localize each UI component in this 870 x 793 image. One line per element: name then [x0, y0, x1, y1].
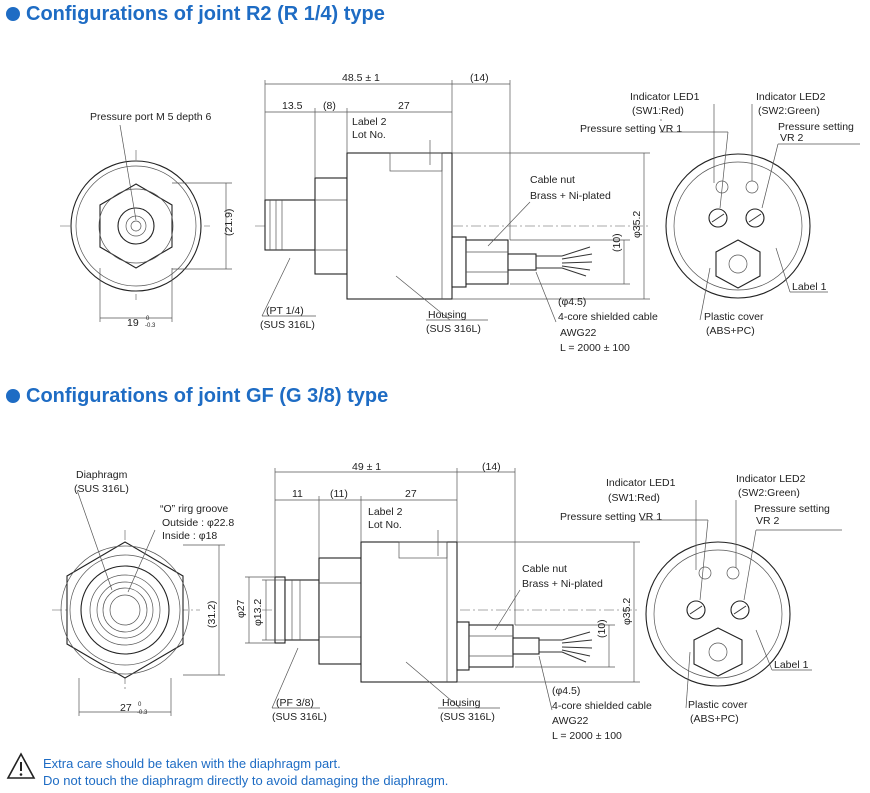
- s2-diaphragm: Diaphragm: [76, 469, 128, 481]
- warning-icon: [6, 752, 36, 779]
- s2-oring: “O” rirg groove: [160, 503, 228, 515]
- s1-dim-overall: 48.5 ± 1: [342, 72, 380, 84]
- s1-pressure-port-label: Pressure port M 5 depth 6: [90, 111, 212, 123]
- s2-length: L = 2000 ± 100: [552, 730, 622, 742]
- s2-vr2a: Pressure setting: [754, 503, 830, 515]
- s2-dim-11: 11: [292, 488, 303, 500]
- s2-lot-no: Lot No.: [368, 519, 402, 531]
- s1-phi35-2: φ35.2: [631, 211, 643, 238]
- section1-heading: Configurations of joint R2 (R 1/4) type: [6, 2, 385, 26]
- s2-dim-27: 27: [405, 488, 417, 500]
- s2-cable-nut: Cable nut: [522, 563, 567, 575]
- s2-dim-10: (10): [596, 619, 608, 638]
- warning-text: Extra care should be taken with the diap…: [43, 755, 448, 789]
- s2-rear-view: [640, 500, 842, 709]
- s2-sus-d: (SUS 316L): [74, 483, 129, 495]
- s2-tol-bottom: -0.3: [137, 710, 148, 716]
- s1-vr2a: Pressure setting: [778, 121, 854, 133]
- s1-sw1: (SW1:Red): [632, 105, 684, 117]
- s1-dim-8: (8): [323, 100, 336, 112]
- s2-led2: Indicator LED2: [736, 473, 806, 485]
- s1-sus1: (SUS 316L): [260, 319, 315, 331]
- warning-line2: Do not touch the diaphragm directly to a…: [43, 773, 449, 788]
- s2-dim-27b: 27: [120, 702, 132, 714]
- s1-side-view: [255, 80, 650, 323]
- s1-tol-bottom: -0.3: [145, 323, 156, 329]
- section1-title: Configurations of joint R2 (R 1/4) type: [26, 3, 385, 25]
- s1-label1: Label 1: [792, 281, 827, 293]
- s2-led1: Indicator LED1: [606, 477, 676, 489]
- s2-sw2: (SW2:Green): [738, 487, 800, 499]
- s1-cable-nut: Cable nut: [530, 174, 575, 186]
- s1-rear-view: [660, 104, 860, 321]
- s1-length: L = 2000 ± 100: [560, 342, 630, 354]
- s2-cable: 4-core shielded cable: [552, 700, 652, 712]
- s1-dim-19: 19: [127, 317, 139, 329]
- s2-dim-14: (14): [482, 461, 501, 473]
- s2-outside: Outside : φ22.8: [162, 517, 234, 529]
- s1-lot-no: Lot No.: [352, 129, 386, 141]
- s1-vr2b: VR 2: [780, 132, 804, 144]
- s2-front-view: [52, 489, 225, 716]
- s1-dim-21-9: (21.9): [223, 209, 235, 236]
- s1-sus2: (SUS 316L): [426, 323, 481, 335]
- section2-title: Configurations of joint GF (G 3/8) type: [26, 385, 389, 407]
- s1-cable: 4-core shielded cable: [558, 311, 658, 323]
- s2-phi35-2: φ35.2: [621, 598, 633, 625]
- s1-dim-14: (14): [470, 72, 489, 84]
- s2-brass: Brass + Ni-plated: [522, 578, 603, 590]
- s2-side-view: [245, 468, 640, 711]
- s2-housing: Housing: [442, 697, 481, 709]
- s1-led1: Indicator LED1: [630, 91, 700, 103]
- s2-phi4-5: (φ4.5): [552, 685, 580, 697]
- s1-front-view: [60, 124, 232, 322]
- s1-pt14: (PT 1/4): [266, 305, 304, 317]
- s2-vr1: Pressure setting VR 1: [560, 511, 662, 523]
- s1-label2: Label 2: [352, 116, 387, 128]
- s2-phi13-2: φ13.2: [252, 599, 264, 626]
- s2-label1: Label 1: [774, 659, 809, 671]
- s2-phi27: φ27: [235, 599, 247, 618]
- s1-vr1: Pressure setting VR 1: [580, 123, 682, 135]
- warning-line1: Extra care should be taken with the diap…: [43, 756, 341, 771]
- s1-dim-27: 27: [398, 100, 410, 112]
- s2-abs: (ABS+PC): [690, 713, 739, 725]
- s1-abs: (ABS+PC): [706, 325, 755, 337]
- s1-housing: Housing: [428, 309, 467, 321]
- s2-vr2b: VR 2: [756, 515, 780, 527]
- bullet-icon: [6, 389, 20, 403]
- s2-sw1: (SW1:Red): [608, 492, 660, 504]
- s1-dim-13-5: 13.5: [282, 100, 303, 112]
- s2-sus1: (SUS 316L): [272, 711, 327, 723]
- s2-inside: Inside : φ18: [162, 530, 217, 542]
- s2-awg: AWG22: [552, 715, 589, 727]
- s2-label2: Label 2: [368, 506, 403, 518]
- s1-awg: AWG22: [560, 327, 597, 339]
- section2-heading: Configurations of joint GF (G 3/8) type: [6, 384, 388, 408]
- s1-phi4-5: (φ4.5): [558, 296, 586, 308]
- s2-sus2: (SUS 316L): [440, 711, 495, 723]
- s2-dim-11b: (11): [330, 488, 348, 500]
- s1-led2: Indicator LED2: [756, 91, 826, 103]
- s1-dim-10: (10): [611, 233, 623, 252]
- s1-sw2: (SW2:Green): [758, 105, 820, 117]
- s2-plastic: Plastic cover: [688, 699, 748, 711]
- s1-tol-top: 0: [146, 316, 150, 322]
- s2-dim-31-2: (31.2): [206, 601, 218, 628]
- s1-plastic: Plastic cover: [704, 311, 764, 323]
- s2-dim-overall: 49 ± 1: [352, 461, 381, 473]
- s2-pf38: (PF 3/8): [276, 697, 314, 709]
- s1-brass: Brass + Ni-plated: [530, 190, 611, 202]
- bullet-icon: [6, 7, 20, 21]
- s2-tol-top: 0: [138, 702, 142, 708]
